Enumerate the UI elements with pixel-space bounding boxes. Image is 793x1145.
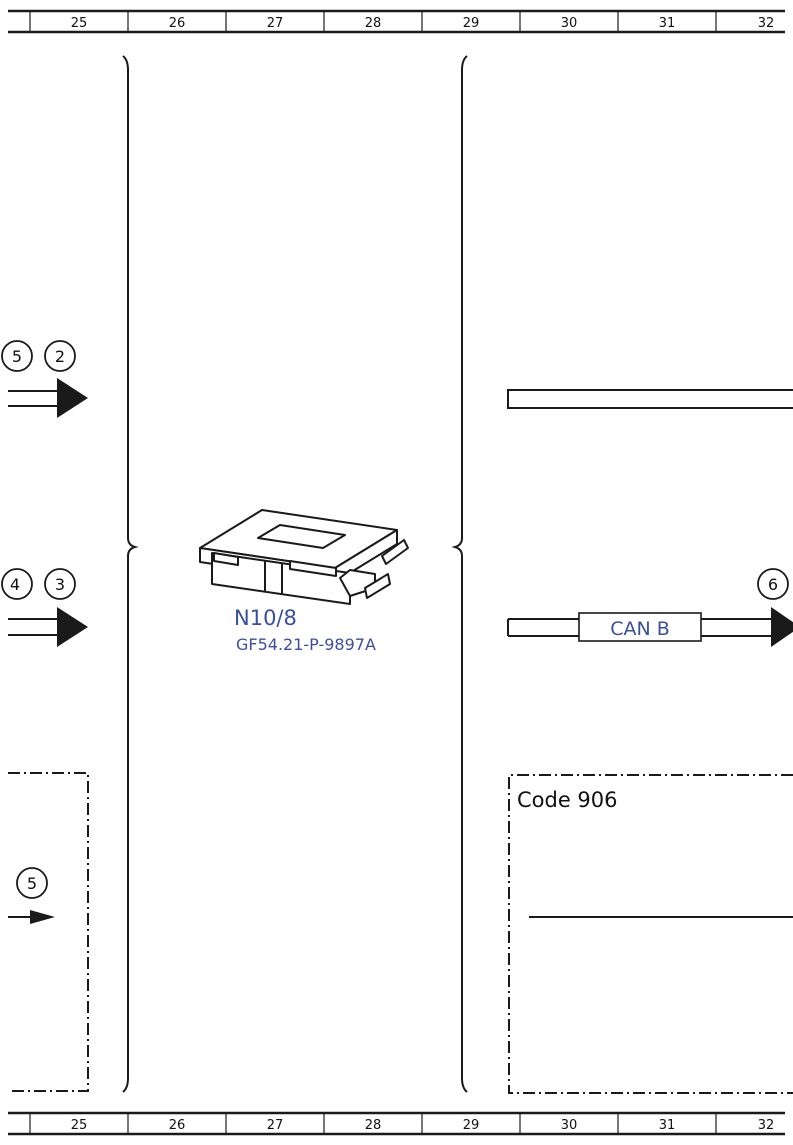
grid-label-bottom: 25 [71, 1118, 88, 1133]
grid-label-top: 25 [71, 16, 88, 31]
connector-number: 5 [27, 874, 37, 893]
component-reference-link[interactable]: GF54.21-P-9897A [236, 635, 376, 654]
connector-reference-3: 3 [44, 568, 76, 600]
grid-label-top: 28 [365, 16, 382, 31]
wire-arrow-upper [8, 378, 88, 418]
grid-label-top: 29 [463, 16, 480, 31]
grid-label-top: 26 [169, 16, 186, 31]
wire-arrow-lower [8, 910, 55, 924]
connector-reference-4: 4 [1, 568, 33, 600]
grid-label-bottom: 31 [659, 1118, 676, 1133]
connector-number: 2 [55, 347, 65, 366]
wire-arrow-middle [8, 607, 88, 647]
component-designation: N10/8 [234, 606, 297, 630]
grid-label-bottom: 29 [463, 1118, 480, 1133]
grid-label-top: 32 [758, 16, 775, 31]
grid-label-bottom: 28 [365, 1118, 382, 1133]
grid-label-bottom: 26 [169, 1118, 186, 1133]
bottom-grid-ruler: 25 26 27 28 29 30 31 32 [8, 1111, 785, 1136]
option-code-label: Code 906 [517, 788, 618, 812]
component-bracket-left [122, 55, 139, 1093]
option-box-left [8, 772, 89, 1092]
control-unit-icon [199, 509, 409, 605]
wire-bar-upper-right [507, 389, 793, 409]
connector-number: 5 [12, 347, 22, 366]
grid-label-bottom: 30 [561, 1118, 578, 1133]
connector-reference-2: 2 [44, 340, 76, 372]
can-bus-label-box [578, 612, 702, 642]
connector-number: 4 [10, 575, 20, 594]
grid-label-bottom: 32 [758, 1118, 775, 1133]
can-bus-wire [507, 607, 793, 647]
connector-number: 6 [768, 575, 778, 594]
connector-reference-6: 6 [757, 568, 789, 600]
connector-reference-5: 5 [1, 340, 33, 372]
component-bracket-right [451, 55, 468, 1093]
grid-label-top: 27 [267, 16, 284, 31]
option-box-right [508, 774, 793, 1094]
connector-number: 3 [55, 575, 65, 594]
top-grid-ruler: 25 26 27 28 29 30 31 32 [8, 9, 785, 34]
grid-label-bottom: 27 [267, 1118, 284, 1133]
grid-label-top: 30 [561, 16, 578, 31]
can-bus-label: CAN B [610, 618, 670, 640]
grid-label-top: 31 [659, 16, 676, 31]
connector-reference-5-lower: 5 [16, 867, 48, 899]
